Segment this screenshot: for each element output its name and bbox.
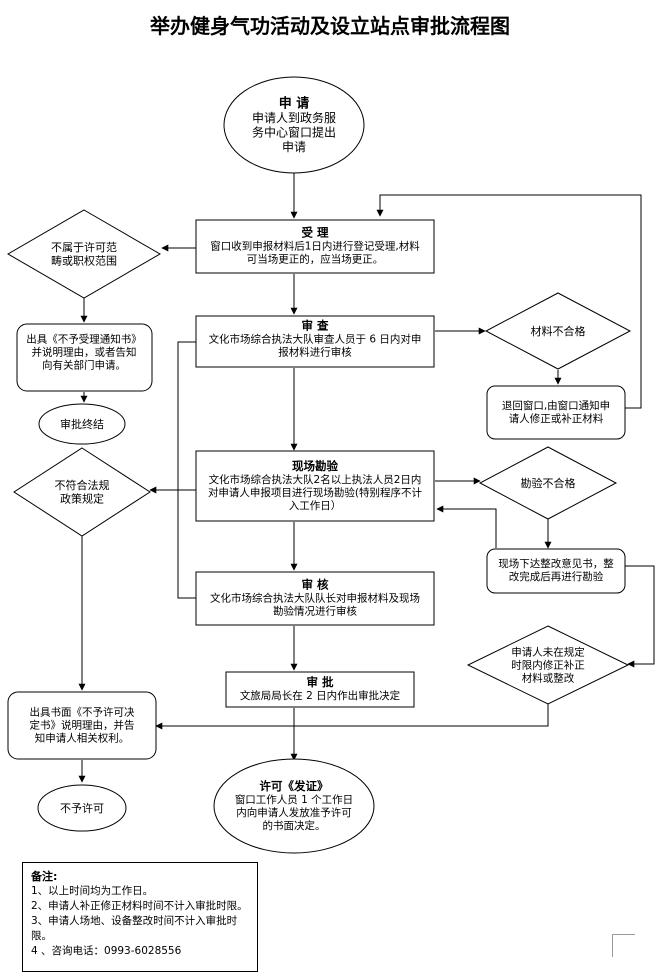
node-title: 审 查	[301, 319, 329, 333]
node-text-line: 出具《不予受理通知书》	[26, 333, 142, 346]
node-text-line: 文旅局局长在 2 日内作出审批决定	[240, 689, 401, 702]
node-text-line: 定书》说明理由，并告	[30, 719, 135, 732]
node-text-line: 申请人未在规定	[511, 646, 585, 659]
node-title: 现场勘验	[292, 459, 338, 473]
node-text-line: 材料不合格	[531, 324, 586, 338]
node-text-line: 向有关部门申请。	[42, 359, 126, 372]
node-text-line: 现场下达整改意见书，整	[498, 557, 614, 570]
node-text-line: 并说明理由，或者告知	[32, 346, 137, 359]
node-text-line: 材料或整改	[522, 672, 575, 685]
edge-rectify-overdue	[625, 565, 655, 668]
node-text-line: 务中心窗口提出	[252, 124, 336, 139]
node-text-line: 审批终结	[60, 417, 104, 431]
node-inspect: 现场勘验文化市场综合执法大队2名以上执法人员2日内对申请人申报项目进行现场勘验(…	[195, 450, 435, 522]
notes-box: 备注: 1、以上时间均为工作日。 2、申请人补正修正材料时间不计入审批时限。 3…	[22, 862, 258, 972]
page-corner-mark-right	[612, 934, 635, 957]
node-text-line: 申请	[282, 140, 306, 154]
node-title: 审 核	[301, 578, 329, 592]
node-text-line: 文化市场综合执法大队队长对申报材料及现场	[210, 592, 420, 605]
node-text-line: 申请人到政务服	[252, 110, 336, 125]
node-material-fail: 材料不合格	[484, 292, 632, 370]
node-text-line: 畴或职权范围	[51, 254, 117, 268]
edge-rectify-inspect	[436, 505, 497, 548]
edge-return-accept	[376, 194, 642, 409]
node-text-line: 出具书面《不予许可决	[30, 706, 135, 719]
note-item-1: 1、以上时间均为工作日。	[31, 885, 154, 897]
notes-title: 备注:	[31, 870, 58, 883]
node-title: 审 批	[306, 675, 334, 689]
note-item-3: 3、申请人场地、设备整改时间不计入审批时限。	[31, 915, 238, 942]
node-text-line: 不符合法规	[55, 478, 110, 492]
note-item-2: 2、申请人补正修正材料时间不计入审批时限。	[31, 900, 248, 912]
node-text-line: 入工作日）	[289, 500, 342, 512]
node-text-line: 内向申请人发放准予许可	[236, 806, 352, 819]
diagram-title: 举办健身气功活动及设立站点审批流程图	[150, 14, 510, 38]
node-text-line: 可当场更正的，应当场更正。	[247, 253, 384, 266]
node-text-line: 知申请人相关权利。	[35, 732, 130, 745]
node-text-line: 文化市场综合执法大队审查人员于 6 日内对申	[209, 333, 422, 346]
node-text-line: 请人修正或补正材料	[509, 412, 604, 425]
edge-review-left-bracket	[177, 341, 196, 599]
edges	[78, 172, 655, 783]
node-text-line: 时限内修正补正	[511, 659, 585, 672]
node-text-line: 窗口工作人员 1 个工作日	[235, 793, 353, 806]
node-review-end: 审批终结	[38, 403, 126, 445]
edge-overdue-rejectdoc	[155, 704, 549, 730]
node-text-line: 报材料进行审核	[278, 346, 352, 359]
node-text-line: 不属于许可范	[51, 240, 117, 254]
node-text-line: 政策规定	[60, 492, 104, 506]
node-reject: 不予许可	[37, 784, 127, 832]
node-title: 申 请	[279, 95, 310, 111]
node-title: 受 理	[301, 226, 329, 240]
node-text-line: 勘验情况进行审核	[273, 605, 357, 618]
node-title: 许可《发证》	[260, 779, 329, 793]
node-text-line: 对申请人申报项目进行现场勘验(特别程序不计	[208, 486, 423, 499]
node-text-line: 勘验不合格	[521, 476, 576, 490]
node-text-line: 的书面决定。	[263, 819, 326, 832]
node-text-line: 文化市场综合执法大队2名以上执法人员2日内	[209, 473, 422, 486]
node-text-line: 窗口收到申报材料后1日内进行登记受理,材料	[210, 240, 420, 253]
note-item-4: 4 、咨询电话：0993-6028556	[31, 945, 182, 957]
node-text-line: 改完成后再进行勘验	[509, 570, 604, 583]
node-text-line: 退回窗口,由窗口通知申	[502, 399, 610, 412]
node-text-line: 不予许可	[60, 802, 104, 815]
node-inspect-fail: 勘验不合格	[478, 446, 618, 520]
